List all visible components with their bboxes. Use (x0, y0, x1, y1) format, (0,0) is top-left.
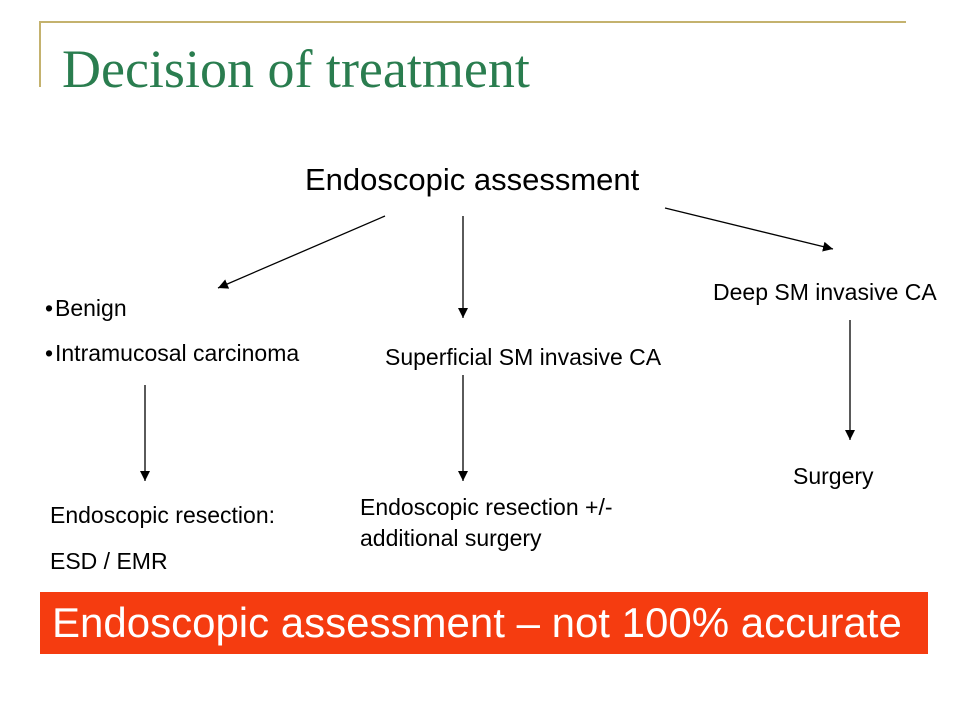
left-outcome-line-2: ESD / EMR (50, 548, 168, 574)
middle-node-superficial-sm: Superficial SM invasive CA (385, 344, 662, 370)
left-item-intramucosal: •Intramucosal carcinoma (45, 342, 299, 365)
arrow-root-to-right (664, 207, 834, 252)
accuracy-banner: Endoscopic assessment – not 100% accurat… (40, 592, 928, 654)
right-outcome-surgery: Surgery (793, 463, 874, 489)
left-item-label: Benign (55, 295, 127, 321)
root-node-endoscopic-assessment: Endoscopic assessment (305, 162, 640, 197)
left-item-benign: •Benign (45, 297, 127, 320)
bullet: • (45, 340, 54, 366)
middle-outcome-line-1: Endoscopic resection +/- (360, 494, 613, 520)
slide-title: Decision of treatment (62, 39, 530, 99)
right-node-deep-sm: Deep SM invasive CA (713, 279, 937, 305)
accuracy-banner-text: Endoscopic assessment – not 100% accurat… (52, 599, 902, 646)
title-rule-vertical (39, 21, 41, 87)
left-outcome-line-1: Endoscopic resection: (50, 502, 276, 528)
bullet: • (45, 295, 54, 321)
arrow-root-to-left (217, 215, 386, 289)
title-rule-horizontal (39, 21, 906, 23)
left-item-label: Intramucosal carcinoma (55, 340, 300, 366)
middle-outcome-line-2: additional surgery (360, 525, 542, 551)
